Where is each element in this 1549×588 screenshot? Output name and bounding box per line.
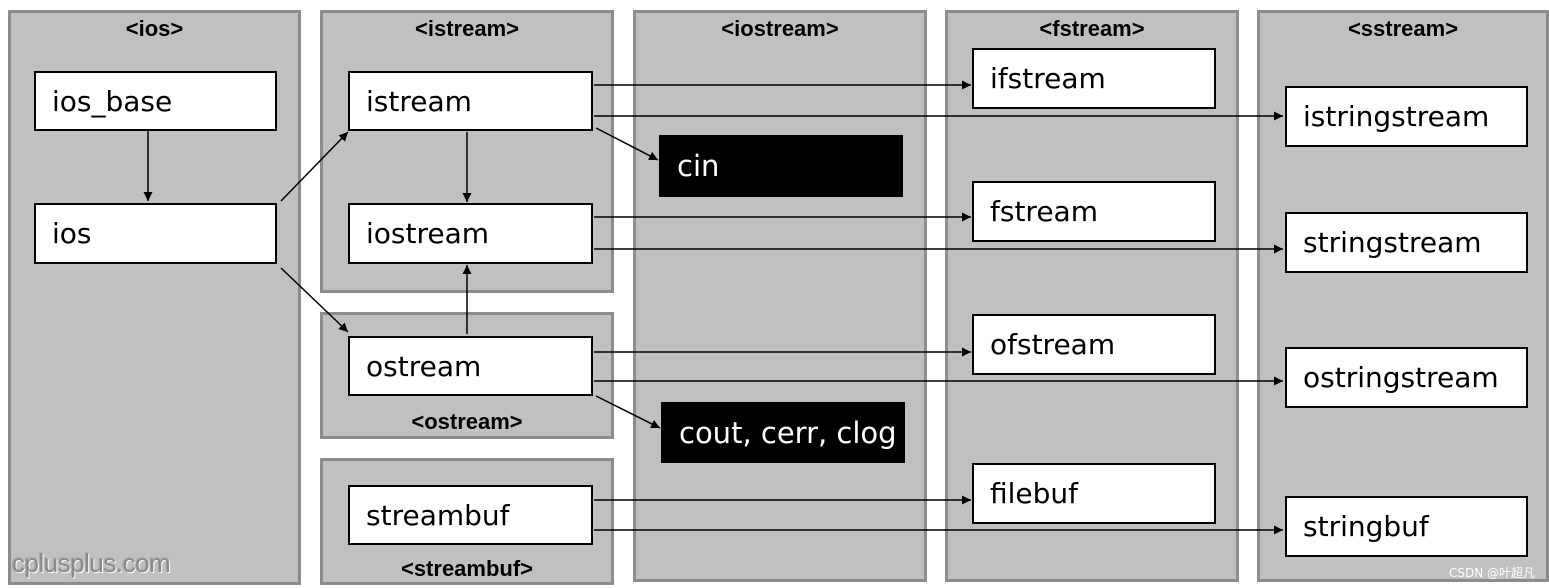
class-iostream: iostream [348,203,593,264]
arrow-ostream-cout [595,395,661,429]
object-cin: cin [659,135,903,197]
panel-title-sstream: <sstream> [1347,16,1459,41]
class-stringbuf: stringbuf [1285,496,1528,557]
panel-title-ostream: <ostream> [411,409,523,434]
object-cout-cerr-clog: cout, cerr, clog [661,402,905,463]
watermark-logo: cplusplus.com [12,548,171,578]
panel-iostream: <iostream> [633,10,927,582]
arrow-istream-cin [595,127,659,161]
panel-title-streambuf: <streambuf> [400,556,534,581]
class-filebuf: filebuf [972,463,1216,524]
arrow-ios-istream [280,131,349,202]
class-ostringstream: ostringstream [1285,347,1528,408]
class-istream: istream [348,71,593,131]
class-ios_base: ios_base [34,71,277,131]
class-istringstream: istringstream [1285,86,1528,147]
arrow-ios-ostream [280,267,349,333]
class-stringstream: stringstream [1285,212,1528,273]
class-ios: ios [34,203,277,264]
panel-title-ios: <ios> [125,16,184,41]
class-ofstream: ofstream [972,314,1216,375]
class-streambuf: streambuf [348,485,593,545]
class-fstream: fstream [972,181,1216,242]
class-ostream: ostream [348,336,593,396]
credit-text: CSDN @叶超凡 [1448,566,1535,580]
class-ifstream: ifstream [972,48,1216,109]
panel-title-iostream: <iostream> [721,16,839,41]
panel-title-istream: <istream> [415,16,519,41]
panel-title-fstream: <fstream> [1039,16,1145,41]
